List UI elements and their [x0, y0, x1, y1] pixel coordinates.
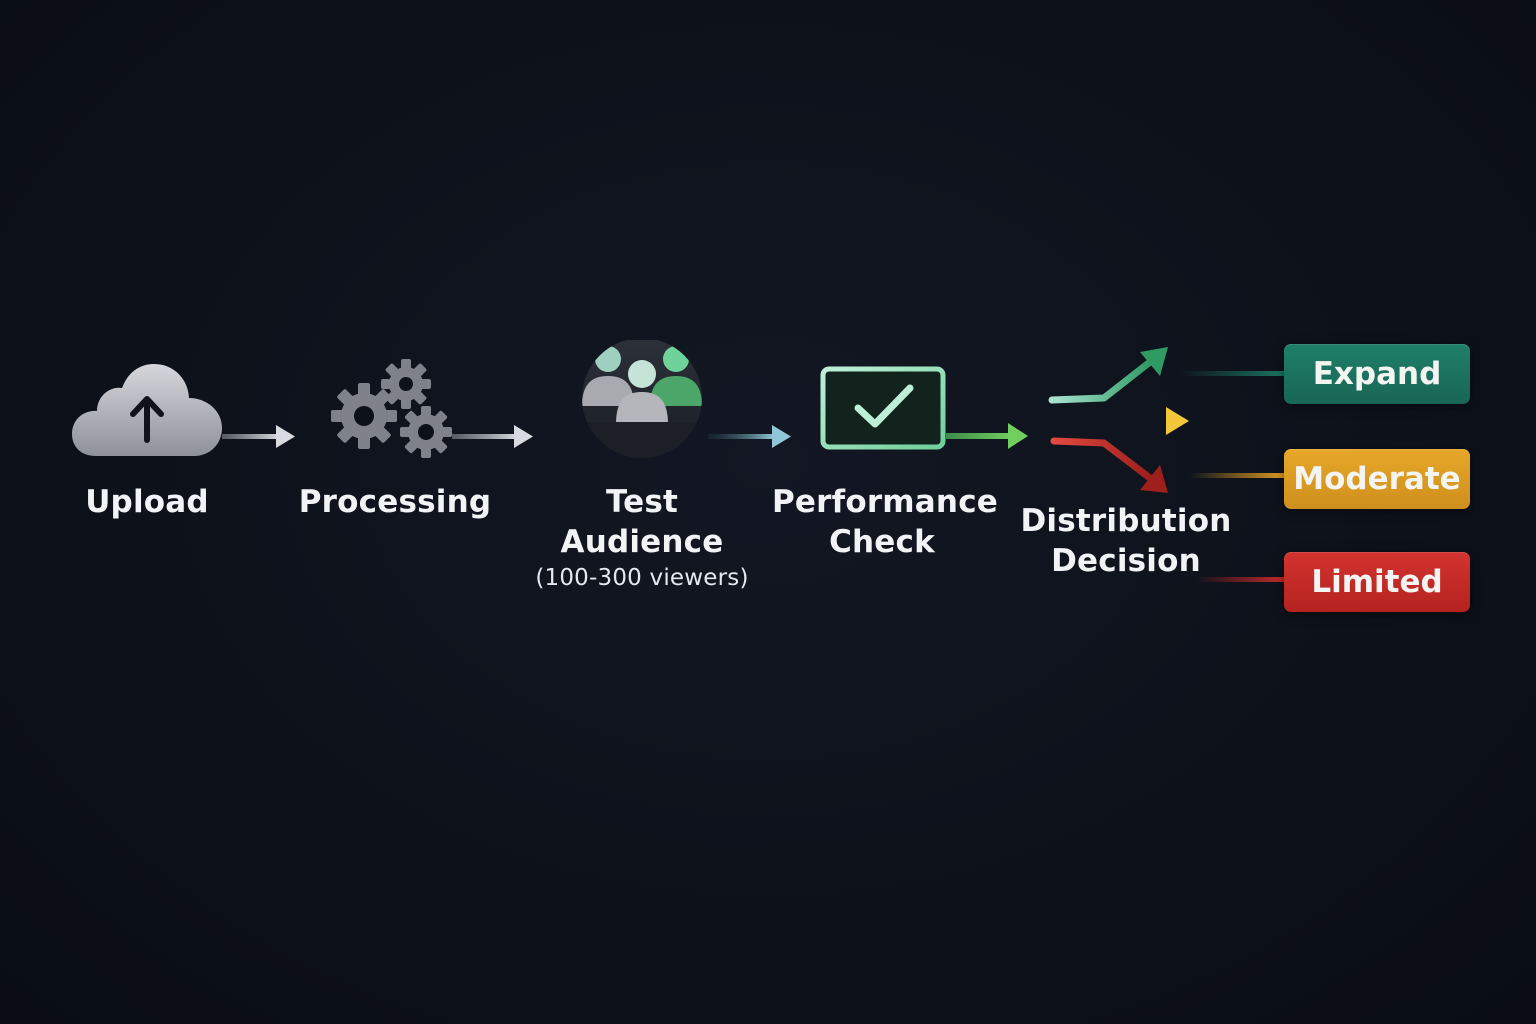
outcome-limited: Limited — [1284, 552, 1470, 612]
test-audience-sublabel: (100-300 viewers) — [535, 565, 749, 591]
arrow-processing-to-audience — [452, 425, 533, 448]
upload-label: Upload — [85, 484, 209, 520]
step-label-processing: Processing — [290, 482, 500, 522]
decision-label: Decision — [1051, 543, 1201, 579]
cloud-upload-icon — [72, 364, 222, 456]
step-label-upload: Upload — [47, 482, 247, 522]
connector-limited — [1196, 577, 1284, 582]
connector-expand — [1180, 371, 1284, 376]
arrow-check-to-distribution — [946, 423, 1028, 449]
audience-group-icon — [582, 340, 702, 458]
checkmark-screen-icon — [820, 366, 946, 450]
outcome-moderate: Moderate — [1284, 449, 1470, 509]
branching-arrows-icon — [1044, 347, 1189, 493]
processing-label: Processing — [298, 484, 492, 520]
step-label-distribution-decision: Distribution Decision — [1016, 501, 1236, 581]
step-label-test-audience: Test Audience (100-300 viewers) — [522, 482, 762, 594]
arrow-upload-to-processing — [222, 425, 295, 448]
step-label-performance-check: Performance Check — [772, 482, 998, 562]
check-label: Check — [829, 524, 935, 560]
outcome-limited-label: Limited — [1311, 564, 1443, 600]
outcome-expand: Expand — [1284, 344, 1470, 404]
distribution-label: Distribution — [1020, 503, 1232, 539]
connector-moderate — [1190, 473, 1284, 478]
gears-icon — [331, 359, 452, 458]
test-audience-label: Test Audience — [560, 484, 724, 560]
outcome-moderate-label: Moderate — [1293, 461, 1461, 497]
arrow-audience-to-check — [708, 425, 791, 448]
outcome-expand-label: Expand — [1312, 356, 1442, 392]
performance-label: Performance — [772, 484, 998, 520]
